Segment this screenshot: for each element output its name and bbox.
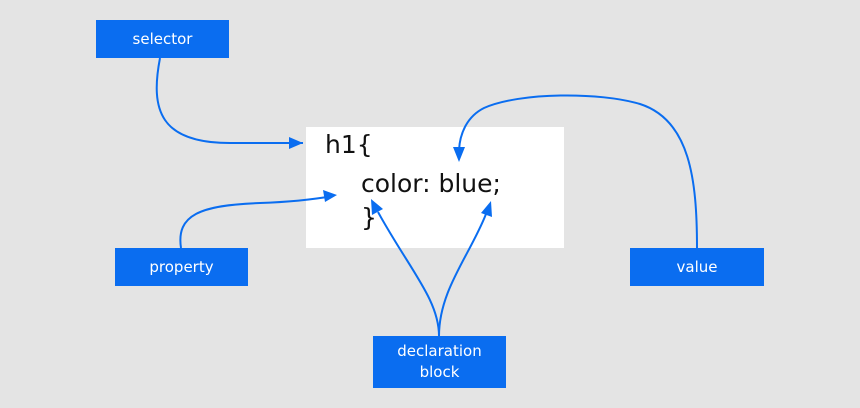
property-label: property xyxy=(115,248,248,286)
declaration-arrow-left-head xyxy=(371,199,383,215)
value-arrow-head xyxy=(453,147,465,162)
selector-label: selector xyxy=(96,20,229,58)
selector-arrow-head xyxy=(289,137,303,149)
code-selector-line: h1{ xyxy=(325,130,373,159)
value-arrow xyxy=(458,94,698,249)
declaration-arrow-right xyxy=(438,213,487,337)
declaration-arrow-right-head xyxy=(481,201,492,217)
declaration-arrow-left xyxy=(377,211,440,337)
property-arrow-head xyxy=(323,190,337,202)
value-label-text: value xyxy=(676,257,718,276)
selector-arrow xyxy=(155,57,303,144)
value-label: value xyxy=(630,248,764,286)
property-arrow xyxy=(179,195,334,249)
selector-label-text: selector xyxy=(132,29,193,48)
declaration-label-line-1: declaration xyxy=(397,342,482,360)
declaration-block-label: declaration block xyxy=(373,336,506,388)
code-block: h1{ color: blue; } xyxy=(306,127,564,248)
declaration-label-line-2: block xyxy=(419,363,460,381)
property-label-text: property xyxy=(149,257,214,276)
code-declaration-line: color: blue; xyxy=(361,169,501,198)
